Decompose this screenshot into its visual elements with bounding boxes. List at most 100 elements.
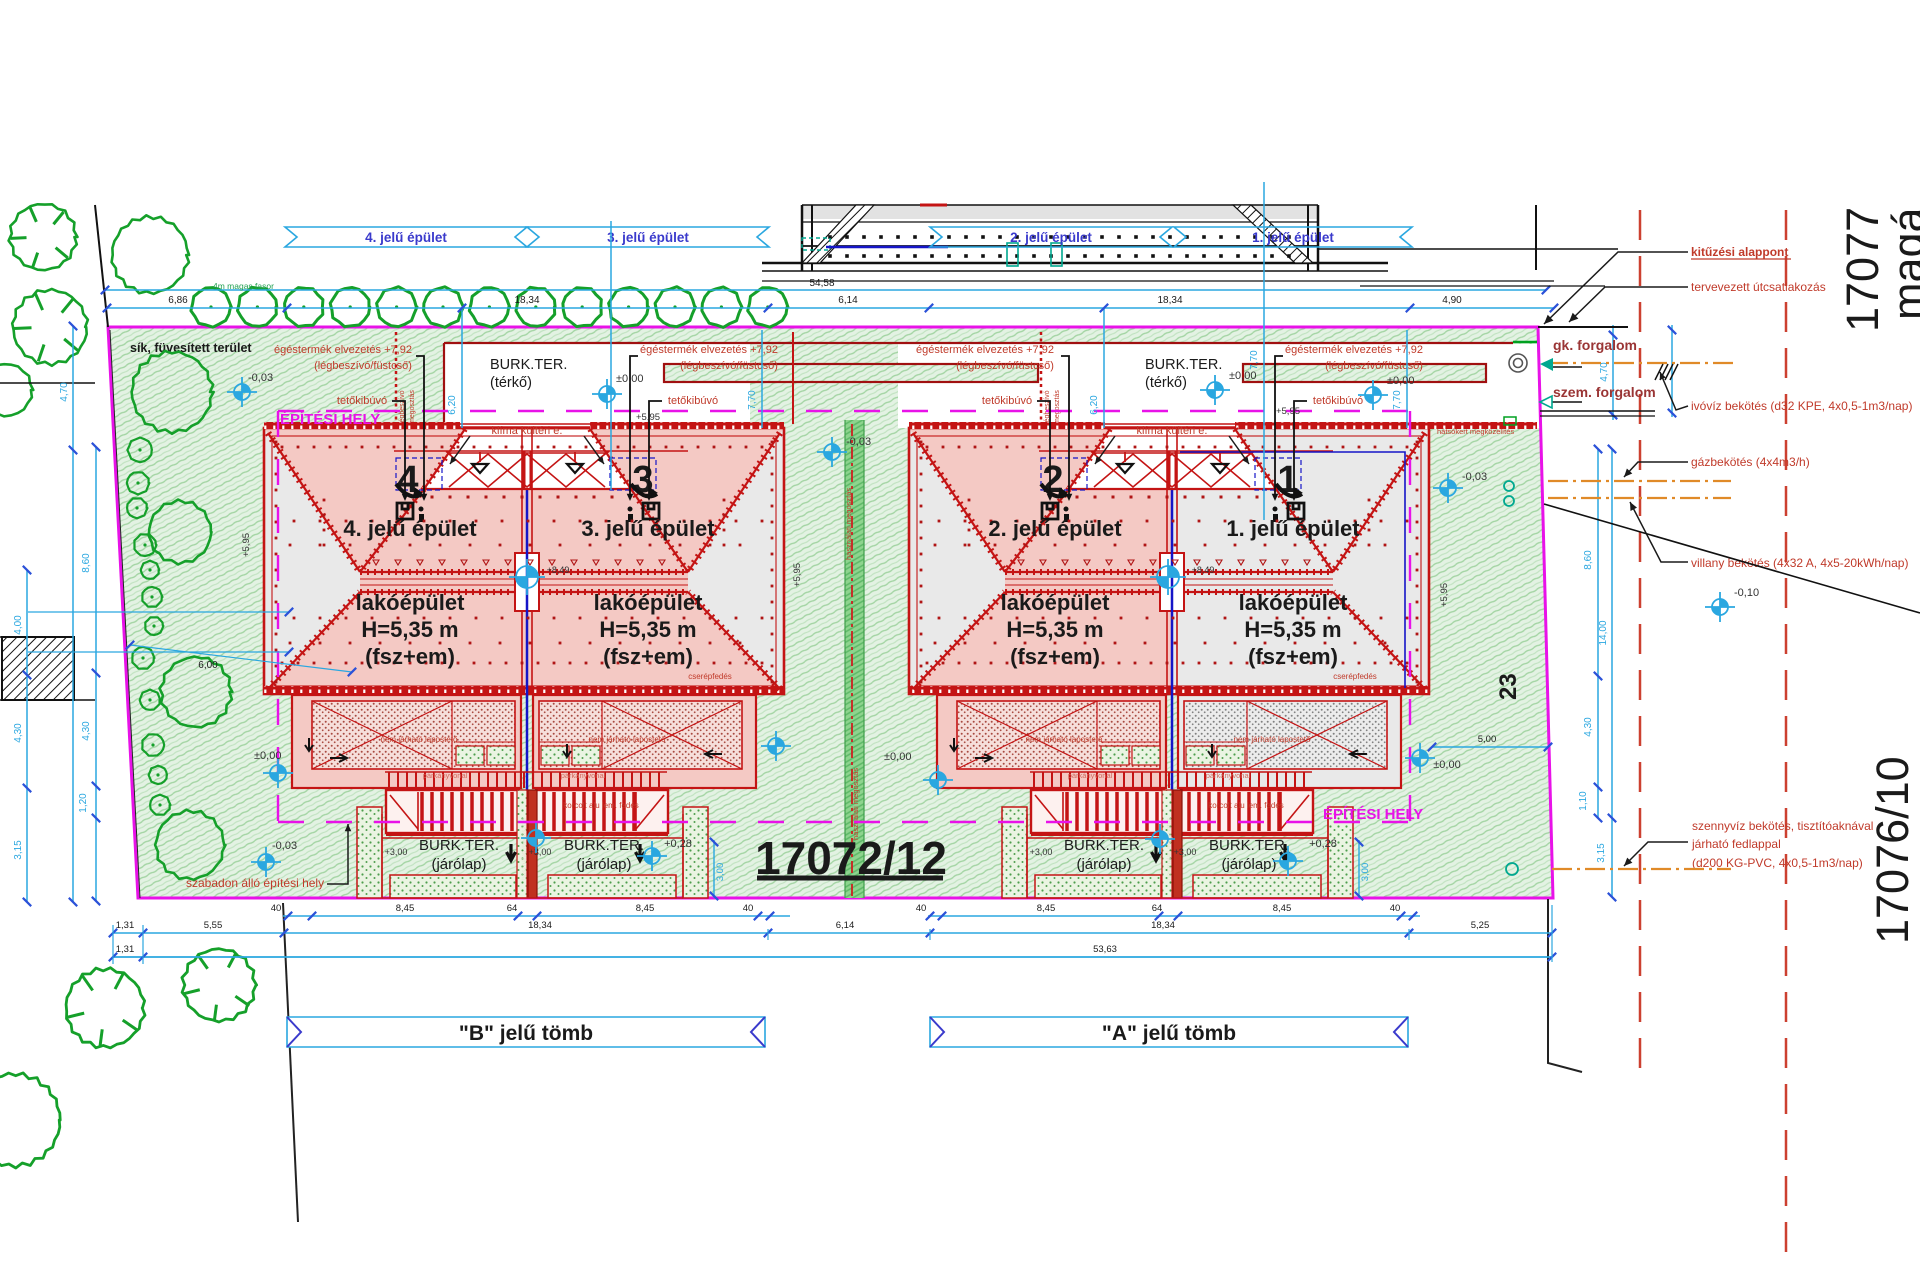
svg-text:4. jelű épület: 4. jelű épület	[365, 230, 447, 245]
svg-text:40: 40	[916, 903, 927, 914]
svg-text:-0,03: -0,03	[248, 372, 273, 384]
svg-text:lakóépület: lakóépület	[594, 590, 703, 615]
svg-text:sík, füvesített terület: sík, füvesített terület	[130, 341, 252, 355]
svg-text:±0,00: ±0,00	[884, 751, 911, 763]
svg-text:BURK.TER.: BURK.TER.	[1064, 837, 1144, 854]
svg-text:szem. forgalom: szem. forgalom	[1553, 384, 1656, 400]
svg-text:gk. forgalom: gk. forgalom	[1553, 337, 1637, 353]
svg-text:(fsz+em): (fsz+em)	[603, 644, 693, 669]
svg-text:(fsz+em): (fsz+em)	[1010, 644, 1100, 669]
svg-text:ivóvíz bekötés (d32 KPE, 4x0,5: ivóvíz bekötés (d32 KPE, 4x0,5-1m3/nap)	[1691, 399, 1912, 413]
svg-text:40: 40	[1390, 903, 1401, 914]
svg-text:párkányvonal: párkányvonal	[561, 771, 606, 780]
svg-text:kitűzési alappont: kitűzési alappont	[1691, 245, 1788, 259]
svg-text:+0,28: +0,28	[1309, 838, 1337, 850]
svg-text:8,45: 8,45	[396, 903, 415, 914]
svg-text:5,55: 5,55	[204, 920, 223, 931]
svg-text:+5,95: +5,95	[1276, 406, 1300, 417]
svg-text:égéstermék elvezetés +7,92: égéstermék elvezetés +7,92	[916, 344, 1054, 356]
svg-text:"B" jelű tömb: "B" jelű tömb	[459, 1022, 593, 1045]
svg-text:BURK.TER.: BURK.TER.	[1209, 837, 1289, 854]
svg-text:1. jelű épület: 1. jelű épület	[1252, 230, 1334, 245]
svg-text:5,00: 5,00	[1478, 734, 1497, 745]
svg-text:(légbeszívó/füstcső): (légbeszívó/füstcső)	[956, 360, 1054, 372]
svg-text:égéstermék elvezetés +7,92: égéstermék elvezetés +7,92	[640, 344, 778, 356]
svg-text:(légbeszívó/füstcső): (légbeszívó/füstcső)	[680, 360, 778, 372]
svg-text:(fsz+em): (fsz+em)	[365, 644, 455, 669]
svg-text:4,70: 4,70	[59, 382, 70, 402]
svg-text:korcolt alu lem. fedés: korcolt alu lem. fedés	[563, 801, 639, 810]
svg-text:járható fedlappal: járható fedlappal	[1691, 837, 1781, 851]
svg-text:+8,49: +8,49	[547, 565, 570, 575]
svg-text:8,60: 8,60	[1583, 550, 1594, 570]
svg-text:5,25: 5,25	[1471, 920, 1490, 931]
svg-text:1,31: 1,31	[116, 944, 135, 955]
svg-text:18,34: 18,34	[514, 295, 539, 306]
svg-text:±0,00: ±0,00	[254, 750, 281, 762]
svg-text:használati megosztás: használati megosztás	[851, 768, 860, 840]
svg-text:hátsókert megközelítés: hátsókert megközelítés	[1437, 427, 1514, 436]
svg-text:17076/10: 17076/10	[1867, 756, 1918, 944]
svg-text:(térkő): (térkő)	[490, 375, 532, 391]
svg-text:H=5,35 m: H=5,35 m	[1006, 617, 1103, 642]
svg-text:+8,49: +8,49	[1192, 565, 1215, 575]
svg-text:+0,28: +0,28	[664, 838, 692, 850]
svg-text:használati megosztás: használati megosztás	[521, 817, 528, 880]
svg-text:BURK.TER.: BURK.TER.	[490, 357, 567, 373]
svg-text:23: 23	[1495, 673, 1522, 700]
svg-text:megosztás: megosztás	[1054, 390, 1061, 424]
svg-text:3,00: 3,00	[715, 863, 726, 882]
svg-text:-0,03: -0,03	[846, 436, 871, 448]
svg-text:4,30: 4,30	[1583, 717, 1594, 737]
svg-text:-0,03: -0,03	[272, 840, 297, 852]
svg-text:64: 64	[1152, 903, 1163, 914]
svg-text:klíma kültéri e.: klíma kültéri e.	[492, 425, 563, 437]
svg-text:+5,95: +5,95	[241, 533, 252, 557]
svg-text:-0,10: -0,10	[1734, 587, 1759, 599]
svg-text:párkányvonal: párkányvonal	[1206, 771, 1251, 780]
svg-text:+3,00: +3,00	[529, 847, 552, 857]
svg-text:(járólap): (járólap)	[431, 856, 486, 873]
svg-text:40: 40	[271, 903, 282, 914]
svg-text:4,30: 4,30	[13, 723, 24, 743]
svg-text:BURK.TER.: BURK.TER.	[564, 837, 644, 854]
svg-text:-0,03: -0,03	[1462, 471, 1487, 483]
svg-text:(járólap): (járólap)	[1076, 856, 1131, 873]
svg-text:6,86: 6,86	[168, 295, 188, 306]
svg-text:54,58: 54,58	[809, 278, 834, 289]
svg-text:párkányvonal: párkányvonal	[1068, 771, 1113, 780]
svg-text:4,90: 4,90	[1442, 295, 1462, 306]
svg-text:nem járható lapostető: nem járható lapostető	[1026, 735, 1103, 744]
svg-text:40: 40	[743, 903, 754, 914]
svg-text:BURK.TER.: BURK.TER.	[419, 837, 499, 854]
svg-text:korcolt alu lem. fedés: korcolt alu lem. fedés	[1208, 801, 1284, 810]
svg-text:párkányvonal: párkányvonal	[423, 771, 468, 780]
svg-text:4,70: 4,70	[1599, 362, 1610, 382]
svg-text:3,15: 3,15	[1596, 843, 1607, 863]
svg-text:lakóépület: lakóépület	[1239, 590, 1348, 615]
svg-text:(járólap): (járólap)	[576, 856, 631, 873]
svg-text:(fsz+em): (fsz+em)	[1248, 644, 1338, 669]
svg-text:+5,95: +5,95	[792, 563, 803, 587]
svg-text:villany bekötés (4x32 A, 4x5-2: villany bekötés (4x32 A, 4x5-20kWh/nap)	[1691, 556, 1908, 570]
svg-text:7,70: 7,70	[1249, 350, 1260, 370]
svg-text:égéstermék elvezetés +7,92: égéstermék elvezetés +7,92	[1285, 344, 1423, 356]
svg-text:nem járható lapostető: nem járható lapostető	[1234, 735, 1311, 744]
svg-text:2. jelű épület: 2. jelű épület	[988, 516, 1122, 541]
svg-text:tetőkibúvó: tetőkibúvó	[668, 395, 718, 407]
svg-text:14,00: 14,00	[1598, 620, 1609, 645]
svg-text:1,20: 1,20	[78, 793, 89, 813]
svg-text:±0,00: ±0,00	[1433, 759, 1460, 771]
svg-text:tetőkibúvó: tetőkibúvó	[1313, 395, 1363, 407]
svg-text:ÉPÍTÉSI HELY: ÉPÍTÉSI HELY	[1323, 806, 1423, 823]
svg-text:H=5,35 m: H=5,35 m	[599, 617, 696, 642]
svg-text:4,30: 4,30	[81, 721, 92, 741]
svg-text:3. jelű épület: 3. jelű épület	[607, 230, 689, 245]
svg-text:7,70: 7,70	[1392, 390, 1403, 410]
svg-text:4,00: 4,00	[13, 615, 24, 635]
svg-text:tetőkibúvó: tetőkibúvó	[982, 395, 1032, 407]
svg-text:légbeszívó: légbeszívó	[1044, 390, 1051, 424]
svg-text:64: 64	[507, 903, 518, 914]
svg-text:(d200 KG-PVC, 4x0,5-1m3/nap): (d200 KG-PVC, 4x0,5-1m3/nap)	[1692, 856, 1863, 870]
svg-text:+5,95: +5,95	[636, 412, 660, 423]
